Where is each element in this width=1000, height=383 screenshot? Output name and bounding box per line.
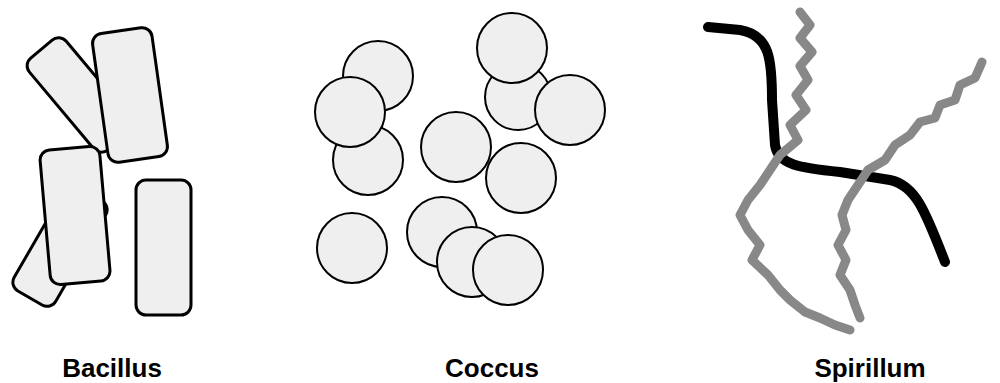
coccus-cells (315, 13, 605, 305)
shape-label: Spirillum (814, 354, 925, 383)
bacillus-rods (9, 26, 191, 315)
shape-label: Coccus (445, 354, 539, 383)
spirillum-cells (708, 12, 982, 330)
shape-label: Bacillus (62, 354, 162, 383)
